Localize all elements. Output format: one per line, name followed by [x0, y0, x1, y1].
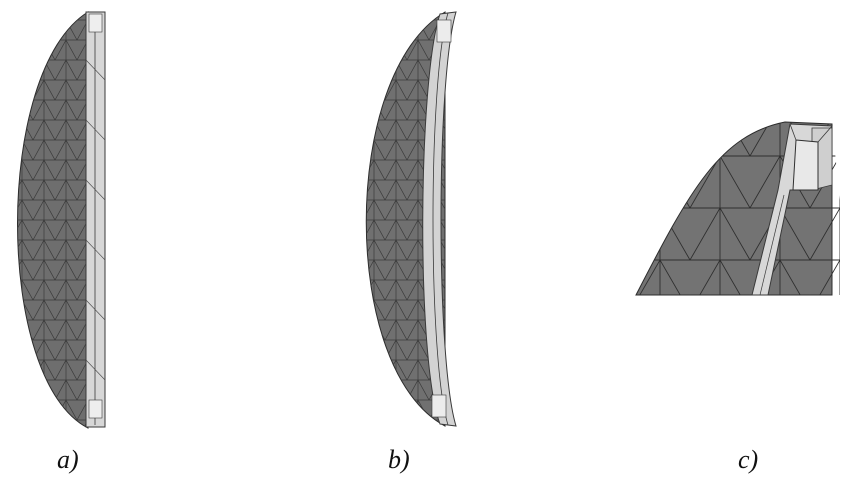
panel-label-a: a)	[57, 445, 79, 474]
lens-rim-b	[422, 11, 457, 427]
mesh-panel-c	[635, 121, 840, 296]
lens-rim-a	[85, 11, 106, 428]
panel-label-c: c)	[738, 445, 759, 474]
panel-label-b: b)	[388, 445, 410, 474]
rim-element-highlight-c	[792, 139, 819, 191]
mesh-lines-a	[17, 12, 88, 428]
mesh-panel-b	[365, 11, 457, 427]
mesh-panel-a	[17, 11, 106, 429]
